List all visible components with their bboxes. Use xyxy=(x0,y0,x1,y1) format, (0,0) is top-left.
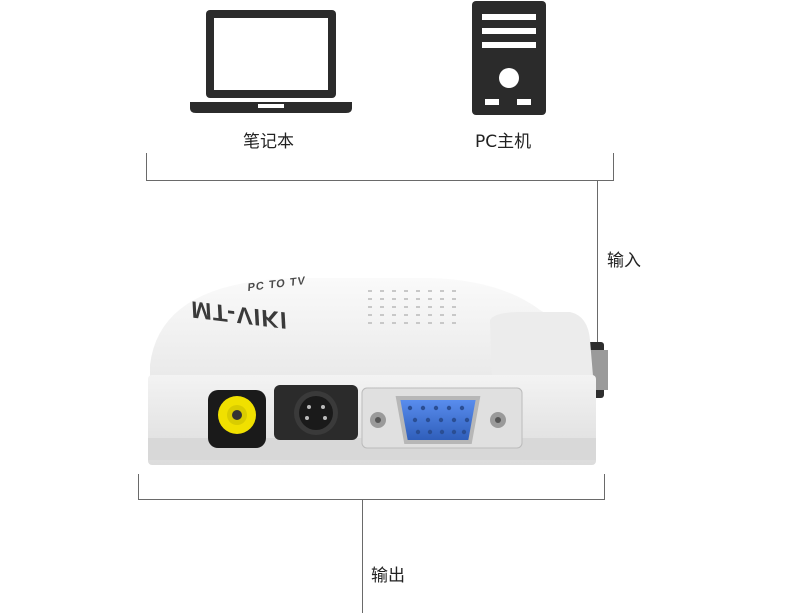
bottom-bracket-right xyxy=(604,474,605,500)
input-label: 输入 xyxy=(607,251,641,271)
bottom-bracket-left xyxy=(138,474,139,500)
top-bracket-left xyxy=(146,153,147,181)
bottom-bracket-base xyxy=(138,499,605,500)
pc-label: PC主机 xyxy=(475,132,532,152)
output-connector-line xyxy=(362,500,363,613)
desktop-tower-icon xyxy=(471,0,547,116)
top-bracket-right xyxy=(613,153,614,181)
top-bracket-base xyxy=(146,180,614,181)
device-photo xyxy=(140,270,615,470)
input-connector-line xyxy=(597,181,598,351)
laptop-icon xyxy=(188,8,354,116)
output-label: 输出 xyxy=(371,566,405,586)
laptop-label: 笔记本 xyxy=(243,132,294,152)
